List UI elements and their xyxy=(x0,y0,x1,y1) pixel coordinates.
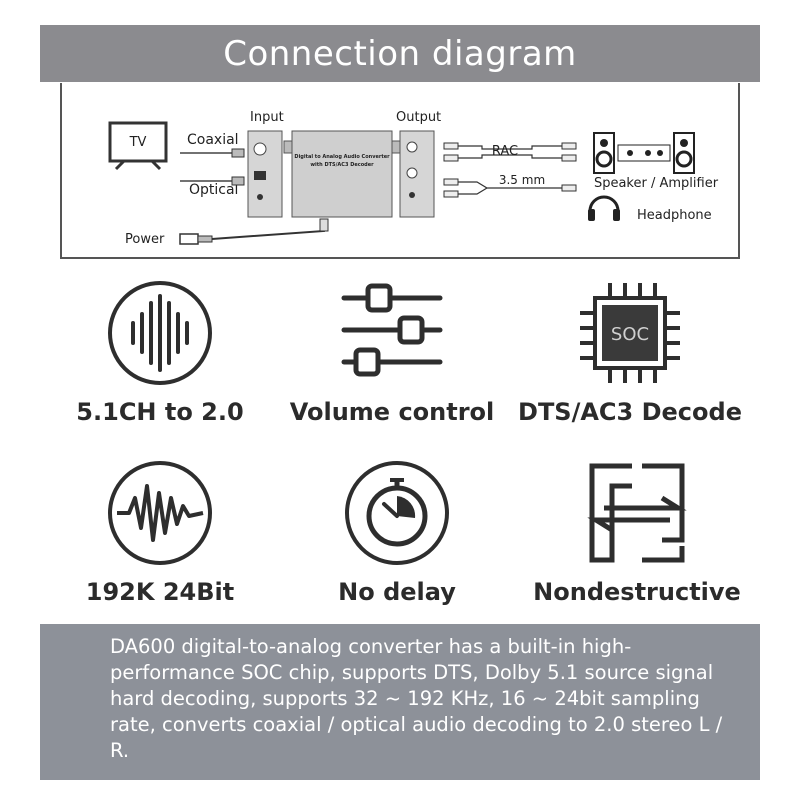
rac-label: RAC xyxy=(492,144,518,159)
feature-dts-decode: SOC DTS/AC3 Decode xyxy=(510,278,750,426)
headphone-label: Headphone xyxy=(637,208,712,223)
coaxial-label: Coaxial xyxy=(187,132,239,148)
optical-cable xyxy=(180,176,245,186)
optical-label: Optical xyxy=(189,182,238,198)
feature-nondestructive: Nondestructive xyxy=(517,458,757,606)
connection-diagram: TV Coaxial Optical Input Output Digital xyxy=(60,83,740,259)
feature-label: DTS/AC3 Decode xyxy=(518,398,742,426)
feature-no-delay: No delay xyxy=(277,458,517,606)
output-label: Output xyxy=(396,110,441,125)
power-label: Power xyxy=(125,232,165,247)
feature-label: Volume control xyxy=(289,398,495,426)
page-title: Connection diagram xyxy=(223,33,577,74)
device-subtitle: with DTS/AC3 Decoder xyxy=(310,162,374,168)
stopwatch-icon xyxy=(345,461,449,565)
feature-192k: 192K 24Bit xyxy=(40,458,280,606)
waveform-icon xyxy=(108,461,212,565)
input-panel xyxy=(247,130,283,218)
device-title: Digital to Analog Audio Converter xyxy=(294,154,390,160)
header-bar: Connection diagram xyxy=(40,25,760,82)
feature-volume: Volume control xyxy=(272,278,512,426)
input-label: Input xyxy=(250,110,284,125)
tv-label: TV xyxy=(129,135,147,150)
coaxial-cable xyxy=(180,148,245,158)
output-panel xyxy=(399,130,435,218)
description-panel: DA600 digital-to-analog converter has a … xyxy=(40,624,760,780)
diagram-canvas: TV Coaxial Optical Input Output Digital xyxy=(108,110,719,247)
sliders-icon xyxy=(341,283,443,377)
svg-text:SOC: SOC xyxy=(611,324,649,345)
rca-cables xyxy=(443,142,577,162)
feature-label: Nondestructive xyxy=(533,578,741,606)
arrows-exchange-icon xyxy=(587,463,687,563)
mm-label: 3.5 mm xyxy=(499,173,545,187)
feature-5-1ch: 5.1CH to 2.0 xyxy=(40,278,280,426)
audio-3-5mm-cable xyxy=(443,178,577,198)
power-cable xyxy=(179,218,329,245)
speaker-label: Speaker / Amplifier xyxy=(594,176,719,191)
description-text: DA600 digital-to-analog converter has a … xyxy=(110,635,723,762)
converter-device xyxy=(283,130,401,218)
soc-chip-icon: SOC xyxy=(580,283,680,383)
headphone-icon xyxy=(588,195,620,221)
sound-bars-icon xyxy=(108,281,212,385)
tv-icon xyxy=(108,121,168,171)
speaker-icon xyxy=(593,132,695,174)
feature-label: No delay xyxy=(338,578,456,606)
feature-label: 5.1CH to 2.0 xyxy=(76,398,244,426)
feature-label: 192K 24Bit xyxy=(85,578,235,606)
